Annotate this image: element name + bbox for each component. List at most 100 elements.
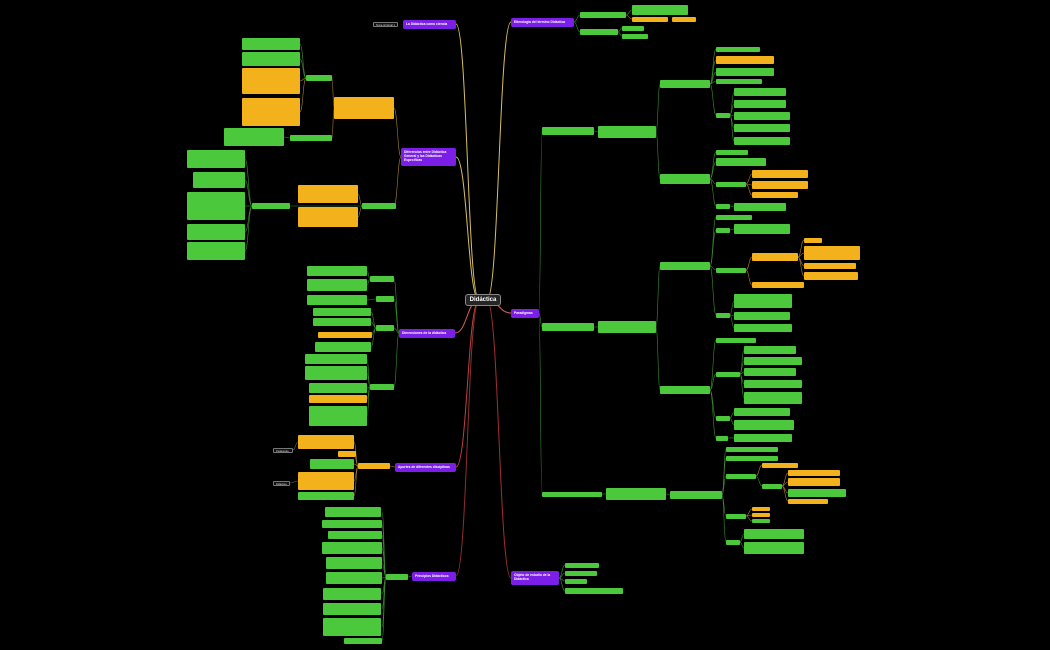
detail-node[interactable] [716, 416, 730, 421]
detail-node[interactable] [660, 80, 710, 88]
detail-node[interactable] [307, 295, 367, 305]
detail-node[interactable] [313, 318, 371, 326]
detail-node[interactable] [744, 380, 802, 388]
detail-node[interactable] [804, 263, 856, 269]
detail-node[interactable] [622, 34, 648, 39]
detail-node[interactable] [187, 242, 245, 260]
detail-node[interactable] [744, 542, 804, 554]
detail-node[interactable] [734, 408, 790, 416]
detail-node[interactable] [252, 203, 290, 209]
detail-node[interactable] [298, 435, 354, 449]
detail-node[interactable] [542, 323, 594, 331]
detail-node[interactable] [734, 420, 794, 430]
detail-node[interactable] [762, 484, 782, 489]
detail-node[interactable] [716, 182, 746, 187]
detail-node[interactable] [358, 463, 390, 469]
detail-node[interactable] [318, 332, 372, 338]
detail-node[interactable] [716, 228, 730, 233]
detail-node[interactable] [788, 478, 840, 486]
detail-node[interactable] [370, 276, 394, 282]
detail-node[interactable] [752, 192, 798, 198]
detail-node[interactable] [323, 618, 381, 636]
detail-node[interactable] [565, 563, 599, 568]
detail-node[interactable] [542, 127, 594, 135]
central-topic[interactable]: Didáctica [465, 294, 501, 306]
detail-node[interactable] [716, 372, 740, 377]
detail-node[interactable] [326, 557, 382, 569]
detail-node[interactable] [672, 17, 696, 22]
detail-node[interactable] [187, 150, 245, 168]
detail-node[interactable] [744, 368, 796, 376]
detail-node[interactable] [298, 472, 354, 490]
branch-diferencias[interactable]: Diferencias entre Didáctica General y la… [401, 148, 456, 166]
detail-node[interactable] [752, 513, 770, 517]
detail-node[interactable] [224, 128, 284, 146]
detail-node[interactable] [313, 308, 371, 316]
detail-node[interactable] [788, 470, 840, 476]
detail-node[interactable] [306, 75, 332, 81]
branch-ciencia[interactable]: La Didáctica como ciencia [403, 20, 456, 29]
detail-node[interactable] [660, 174, 710, 184]
detail-node[interactable] [309, 383, 367, 393]
detail-node[interactable] [734, 112, 790, 120]
detail-node[interactable] [744, 346, 796, 354]
detail-node[interactable] [726, 540, 740, 545]
detail-node[interactable] [322, 542, 382, 554]
detail-node[interactable] [734, 294, 792, 308]
detail-node[interactable] [323, 588, 381, 600]
detail-node[interactable] [598, 321, 656, 333]
detail-node[interactable] [734, 137, 790, 145]
detail-node[interactable] [726, 447, 778, 452]
detail-node[interactable] [734, 203, 786, 211]
detail-node[interactable] [242, 38, 300, 50]
detail-node[interactable] [716, 68, 774, 76]
detail-node[interactable] [716, 56, 774, 64]
detail-node[interactable] [376, 325, 394, 331]
detail-node[interactable] [744, 392, 802, 404]
detail-node[interactable] [726, 514, 746, 519]
detail-node[interactable] [734, 324, 792, 332]
detail-node[interactable] [187, 224, 245, 240]
detail-node[interactable] [762, 463, 798, 468]
detail-node[interactable] [338, 451, 356, 457]
detail-node[interactable] [305, 354, 367, 364]
detail-node[interactable] [632, 5, 688, 15]
detail-node[interactable] [752, 507, 770, 511]
detail-node[interactable] [322, 520, 382, 528]
detail-node[interactable] [716, 204, 730, 209]
didactica-label[interactable]: Didáctica [273, 481, 290, 486]
detail-node[interactable] [242, 98, 300, 126]
detail-node[interactable] [326, 572, 382, 584]
detail-node[interactable] [193, 172, 245, 188]
detail-node[interactable] [752, 519, 770, 523]
detail-node[interactable] [752, 282, 804, 288]
detail-node[interactable] [670, 491, 722, 499]
detail-node[interactable] [716, 47, 760, 52]
detail-node[interactable] [290, 135, 332, 141]
detail-node[interactable] [323, 603, 381, 615]
detail-node[interactable] [744, 529, 804, 539]
detail-node[interactable] [334, 97, 394, 119]
pedagogia-label[interactable]: Pedagogía [273, 448, 293, 453]
detail-node[interactable] [804, 238, 822, 243]
detail-node[interactable] [804, 272, 858, 280]
detail-node[interactable] [386, 574, 408, 580]
branch-etimologia[interactable]: Etimología del término Didáctica [511, 18, 574, 27]
detail-node[interactable] [752, 253, 798, 261]
detail-node[interactable] [752, 170, 808, 178]
detail-node[interactable] [744, 357, 802, 365]
detail-node[interactable] [716, 338, 756, 343]
detail-node[interactable] [328, 531, 382, 539]
detail-node[interactable] [309, 395, 367, 403]
detail-node[interactable] [242, 52, 300, 66]
detail-node[interactable] [187, 192, 245, 220]
detail-node[interactable] [716, 436, 728, 441]
detail-node[interactable] [344, 638, 382, 644]
detail-node[interactable] [788, 489, 846, 497]
detail-node[interactable] [309, 406, 367, 426]
detail-node[interactable] [565, 579, 587, 584]
detail-node[interactable] [716, 113, 730, 118]
detail-node[interactable] [716, 268, 746, 273]
detail-node[interactable] [716, 215, 752, 220]
detail-node[interactable] [310, 459, 354, 469]
